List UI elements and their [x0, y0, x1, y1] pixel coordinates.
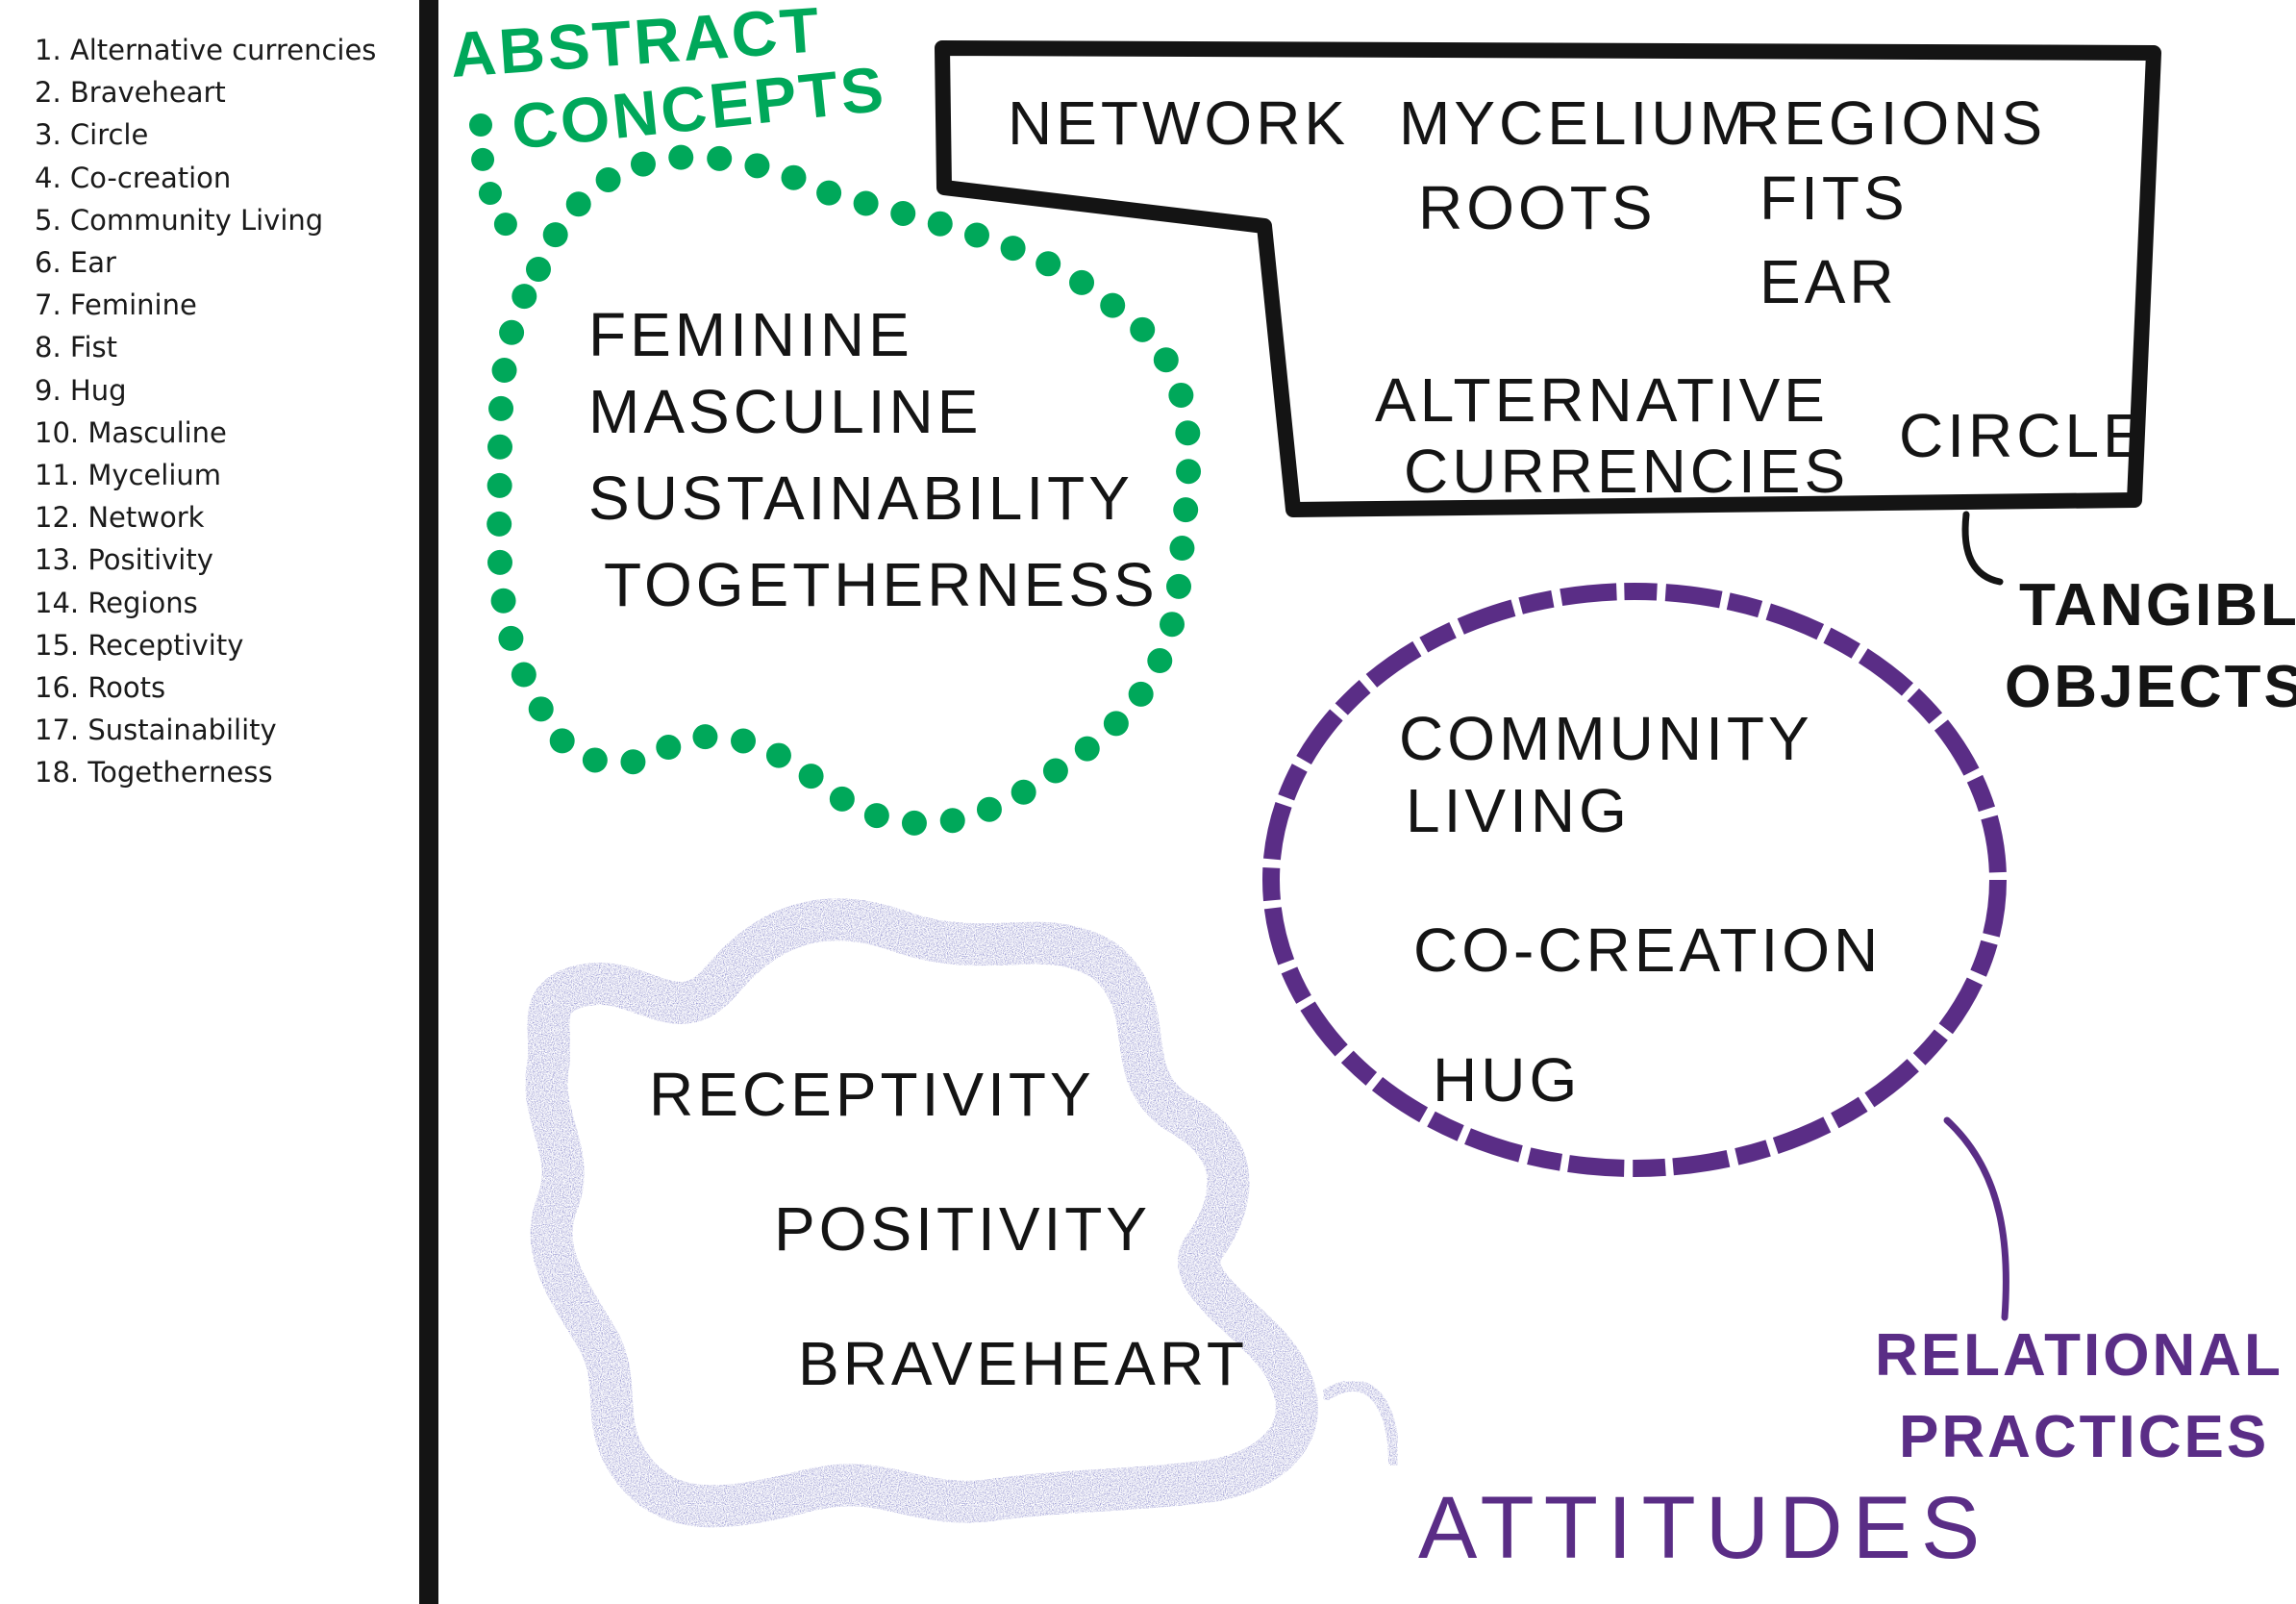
index-item: 18. Togetherness [35, 756, 273, 789]
index-item: 11. Mycelium [35, 459, 222, 492]
index-item: 15. Receptivity [35, 628, 244, 662]
word-circle: CIRCLE [1899, 401, 2148, 470]
relational-label-line1: RELATIONAL [1875, 1322, 2284, 1389]
tangible-label-line1: TANGIBLE [2019, 572, 2296, 639]
index-item: 7. Feminine [35, 288, 197, 322]
index-item: 16. Roots [35, 671, 166, 705]
word-fits: FITS [1759, 163, 1909, 233]
word-ear: EAR [1759, 247, 1898, 316]
index-list: 1. Alternative currencies 2. Braveheart … [35, 29, 376, 794]
word-hug: HUG [1433, 1045, 1581, 1115]
word-sustainability: SUSTAINABILITY [588, 464, 1134, 533]
word-togetherness: TOGETHERNESS [604, 550, 1159, 619]
index-item: 8. Fist [35, 331, 117, 364]
word-community: COMMUNITY [1399, 704, 1813, 773]
speckled-outline [525, 898, 1318, 1528]
index-item: 17. Sustainability [35, 714, 277, 747]
index-item: 13. Positivity [35, 543, 213, 577]
word-masculine: MASCULINE [588, 377, 982, 446]
word-receptivity: RECEPTIVITY [649, 1060, 1095, 1129]
word-alternative: ALTERNATIVE [1375, 365, 1829, 435]
index-item: 9. Hug [35, 373, 127, 407]
word-feminine: FEMININE [588, 300, 913, 369]
relational-practices-group: COMMUNITY LIVING CO-CREATION HUG RELATIO… [1262, 583, 2284, 1470]
index-item: 14. Regions [35, 586, 198, 619]
word-currencies: CURRENCIES [1404, 437, 1849, 506]
word-positivity: POSITIVITY [774, 1194, 1151, 1264]
word-roots: ROOTS [1418, 173, 1657, 242]
index-item: 5. Community Living [35, 203, 324, 237]
attitudes-group: RECEPTIVITY POSITIVITY BRAVEHEART ATTITU… [525, 898, 1989, 1577]
index-sidebar: 1. Alternative currencies 2. Braveheart … [0, 0, 419, 1604]
index-item: 6. Ear [35, 246, 116, 280]
tangible-objects-group: NETWORK MYCELIUM REGIONS ROOTS FITS EAR … [935, 40, 2296, 720]
green-dotted-connector [469, 113, 531, 252]
relational-label-line2: PRACTICES [1899, 1404, 2269, 1470]
word-mycelium: MYCELIUM [1399, 88, 1755, 158]
index-item: 1. Alternative currencies [35, 34, 377, 66]
word-network: NETWORK [1008, 88, 1349, 158]
tangible-label-line2: OBJECTS [2005, 654, 2296, 720]
purple-dashed-circle [1262, 583, 2007, 1177]
attitudes-label: ATTITUDES [1418, 1479, 1989, 1577]
index-item: 12. Network [35, 501, 205, 535]
index-item: 10. Masculine [35, 415, 227, 449]
speckled-connector [1321, 1380, 1400, 1467]
index-item: 3. Circle [35, 118, 149, 152]
word-regions: REGIONS [1735, 88, 2046, 158]
green-dotted-outline [487, 144, 1202, 837]
black-connector [1961, 511, 2004, 586]
black-box-outline [935, 40, 2161, 517]
index-item: 4. Co-creation [35, 161, 232, 194]
abstract-concepts-group: ABSTRACT CONCEPTS FEMININE MASCULINE SUS… [448, 0, 1202, 837]
word-co-creation: CO-CREATION [1413, 915, 1882, 985]
purple-connector [1943, 1116, 2009, 1321]
vertical-divider [419, 0, 438, 1604]
word-braveheart: BRAVEHEART [798, 1329, 1248, 1398]
word-living: LIVING [1406, 776, 1631, 845]
index-item: 2. Braveheart [35, 76, 226, 110]
